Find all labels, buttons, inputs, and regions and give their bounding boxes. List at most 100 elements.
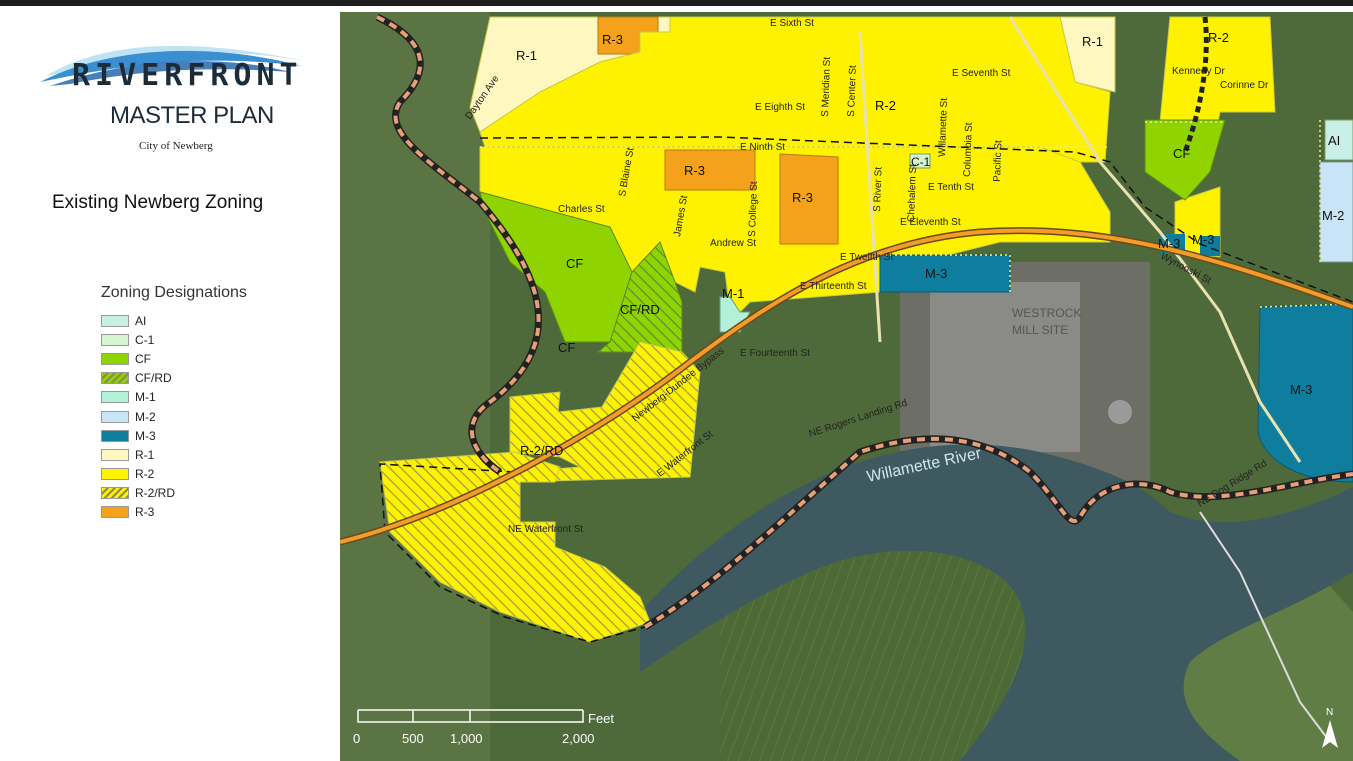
zone-m2 xyxy=(1319,161,1353,263)
zoning-map[interactable]: R-1 R-1 R-3 R-3 R-3 R-2 R-2 CF CF CF CF/… xyxy=(340,12,1353,761)
street-corinne: Corinne Dr xyxy=(1220,80,1269,91)
river-water xyxy=(640,444,1353,761)
top-bar xyxy=(0,0,1353,6)
street-kennedy: Kennedy Dr xyxy=(1172,66,1225,77)
scale-tick-0: 0 xyxy=(353,731,360,746)
legend-label: R-3 xyxy=(135,505,155,520)
legend-swatch xyxy=(101,372,129,385)
north-label: N xyxy=(1326,707,1333,718)
label-zone-r1-east: R-1 xyxy=(1082,34,1103,49)
street-andrew: Andrew St xyxy=(710,238,756,249)
label-zone-r3-ninth: R-3 xyxy=(684,163,705,178)
legend-item: M-3 xyxy=(101,426,175,445)
label-zone-m3-twelfth: M-3 xyxy=(925,266,947,281)
legend-item: R-2 xyxy=(101,465,175,484)
logo-subtitle: MASTER PLAN xyxy=(110,102,274,129)
legend-swatch xyxy=(101,314,129,327)
legend-item: CF/RD xyxy=(101,369,175,388)
street-center: S Center St xyxy=(846,65,859,117)
mill-buildings xyxy=(930,282,1080,452)
zone-c1 xyxy=(909,153,931,169)
legend-swatch xyxy=(101,468,129,481)
label-zone-ai: AI xyxy=(1328,133,1340,148)
logo-wordmark: RIVERFRONT xyxy=(72,58,303,93)
scale-tick-2000: 2,000 xyxy=(562,731,595,746)
zone-ai xyxy=(1324,119,1353,161)
legend-label: R-2/RD xyxy=(135,486,176,501)
legend-item: R-3 xyxy=(101,503,175,522)
logo-city: City of Newberg xyxy=(139,140,213,152)
street-chehalem: Chehalem St xyxy=(906,164,919,222)
legend-swatch xyxy=(101,410,129,423)
legend-item: CF xyxy=(101,349,175,368)
wynooski-road xyxy=(1008,16,1302,463)
legend-swatch xyxy=(101,352,129,365)
legend-label: R-1 xyxy=(135,447,155,462)
legend-swatch xyxy=(101,429,129,442)
label-zone-r1-west: R-1 xyxy=(516,48,537,63)
label-zone-cf-south: CF xyxy=(558,340,575,355)
legend-title: Zoning Designations xyxy=(101,284,247,301)
street-eighth: E Eighth St xyxy=(755,102,805,113)
river-street-road xyxy=(858,31,882,343)
riverfront-logo: RIVERFRONT MASTER PLAN City of Newberg xyxy=(40,36,310,166)
label-zone-r2-northeast: R-2 xyxy=(1208,30,1229,45)
label-zone-m2: M-2 xyxy=(1322,208,1344,223)
legend-label: M-2 xyxy=(135,409,156,424)
legend-item: C-1 xyxy=(101,330,175,349)
label-zone-m3-small-b: M-3 xyxy=(1192,232,1214,247)
street-eleventh: E Eleventh St xyxy=(900,217,961,228)
legend-swatch xyxy=(101,391,129,404)
scale-tick-500: 500 xyxy=(402,731,424,746)
scale-unit: Feet xyxy=(588,711,614,726)
mill-label-2: MILL SITE xyxy=(1012,323,1068,337)
legend-label: M-1 xyxy=(135,390,156,405)
zone-r3-college xyxy=(779,153,839,245)
street-waterfront-ne: NE Waterfront St xyxy=(508,524,583,535)
label-zone-cf-west: CF xyxy=(566,256,583,271)
street-pacific: Pacific St xyxy=(992,140,1004,182)
street-thirteenth: E Thirteenth St xyxy=(800,281,867,292)
mill-tank xyxy=(1108,400,1132,424)
street-charles: Charles St xyxy=(558,204,605,215)
legend-swatch xyxy=(101,506,129,519)
street-tenth: E Tenth St xyxy=(928,182,974,193)
city-limit-line xyxy=(479,136,1353,303)
label-zone-r3-north: R-3 xyxy=(602,32,623,47)
legend-label: C-1 xyxy=(135,332,155,347)
ugb-line-south xyxy=(643,436,1353,629)
ugb-line-west xyxy=(376,15,541,474)
zone-r3-ninth xyxy=(664,149,756,191)
label-zone-r2-rd: R-2/RD xyxy=(520,443,563,458)
street-river: S River St xyxy=(872,167,885,213)
zone-m3-small-b xyxy=(1200,236,1220,256)
scale-tick-1000: 1,000 xyxy=(450,731,483,746)
north-arrow: N xyxy=(1322,707,1338,748)
zone-cf-west xyxy=(479,191,633,343)
street-columbia: Columbia St xyxy=(962,122,975,177)
street-sixth: E Sixth St xyxy=(770,18,814,29)
label-zone-cf-east: CF xyxy=(1173,146,1190,161)
zone-cf-rd xyxy=(596,241,683,353)
legend-label: CF xyxy=(135,351,151,366)
legend-item: R-2/RD xyxy=(101,484,175,503)
legend-item: M-2 xyxy=(101,407,175,426)
city-limit-south xyxy=(379,463,646,643)
street-fourteenth: E Fourteenth St xyxy=(740,348,810,359)
legend-label: R-2 xyxy=(135,467,155,482)
street-twelfth: E Twelfth St xyxy=(840,252,893,263)
wave-icon xyxy=(40,45,308,86)
page-title: Existing Newberg Zoning xyxy=(52,192,264,213)
street-college: S College St xyxy=(747,181,760,237)
zone-m3-twelfth xyxy=(879,254,1011,293)
mill-label-1: WESTROCK xyxy=(1012,306,1081,320)
ugb-line-northeast xyxy=(1182,16,1209,153)
side-panel: RIVERFRONT MASTER PLAN City of Newberg E… xyxy=(0,6,338,761)
legend-swatch xyxy=(101,487,129,500)
dog-ridge-road xyxy=(1199,511,1331,743)
legend-label: CF/RD xyxy=(135,371,172,386)
label-zone-c1: C-1 xyxy=(911,155,931,169)
legend-swatch xyxy=(101,448,129,461)
street-seventh: E Seventh St xyxy=(952,68,1011,79)
label-zone-m3-east: M-3 xyxy=(1290,382,1312,397)
